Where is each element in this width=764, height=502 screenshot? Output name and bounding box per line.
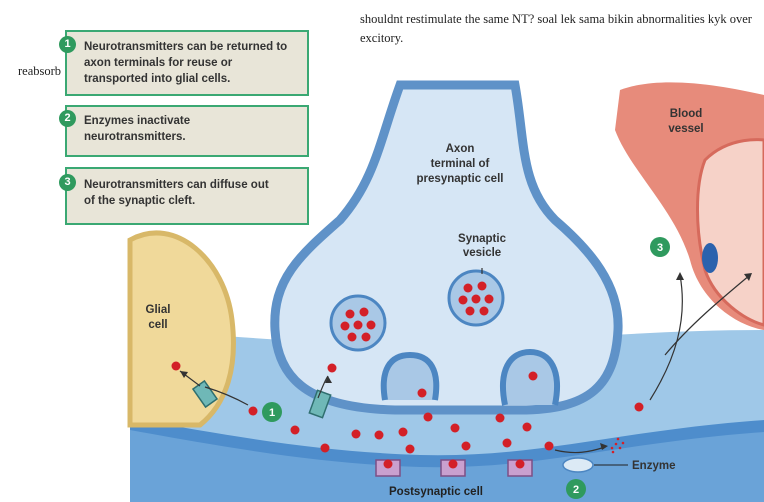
step-box-3: Neurotransmitters can diffuse out of the… — [65, 167, 309, 225]
svg-text:2: 2 — [573, 484, 579, 496]
postsynaptic-membrane-inner — [130, 430, 764, 502]
blood-label-1: Blood — [670, 108, 703, 120]
blood-cell — [702, 243, 718, 273]
svg-text:3: 3 — [657, 242, 663, 254]
vesicle-label-2: vesicle — [463, 247, 501, 259]
blood-vessel-inner — [696, 138, 764, 327]
step-box-2: Enzymes inactivate neurotransmitters. — [65, 105, 309, 157]
step-text-1: Neurotransmitters can be returned to axo… — [84, 41, 288, 85]
vesicle-label-1: Synaptic — [458, 233, 507, 245]
marker-3-icon: 3 — [650, 237, 670, 257]
step-text-3: Neurotransmitters can diffuse out of the… — [84, 179, 269, 207]
enzyme — [562, 457, 594, 473]
receptors — [375, 459, 533, 477]
reabsorb-note: reabsorb — [18, 64, 62, 78]
step-text-2: Enzymes inactivate neurotransmitters. — [84, 115, 191, 143]
vesicle-left — [329, 294, 387, 352]
step-number-3: 3 — [59, 174, 76, 191]
fusing-vesicle-left — [380, 351, 440, 401]
step-number-1: 1 — [59, 36, 76, 53]
step-number-2: 2 — [59, 110, 76, 127]
svg-text:1: 1 — [269, 407, 275, 419]
marker-1-icon: 1 — [262, 402, 282, 422]
glial-cell — [127, 230, 236, 428]
question-note: shouldnt restimulate the same NT? soal l… — [360, 12, 752, 45]
axon-transporter — [308, 389, 332, 419]
blood-label-2: vessel — [668, 123, 703, 135]
enzyme-label: Enzyme — [632, 460, 675, 472]
axon-label-2: terminal of — [431, 158, 490, 170]
step-box-1: Neurotransmitters can be returned to axo… — [65, 30, 309, 96]
marker-2-icon: 2 — [566, 479, 586, 499]
synaptic-vesicle — [447, 269, 505, 327]
postsynaptic-label: Postsynaptic cell — [389, 486, 483, 498]
glial-label-2: cell — [148, 319, 167, 331]
neurotransmitters — [171, 361, 644, 454]
axon-label-1: Axon — [446, 143, 475, 155]
axon-terminal — [270, 80, 623, 415]
axon-label-3: presynaptic cell — [417, 173, 504, 185]
arrowheads — [180, 272, 752, 450]
glial-label-1: Glial — [146, 304, 171, 316]
